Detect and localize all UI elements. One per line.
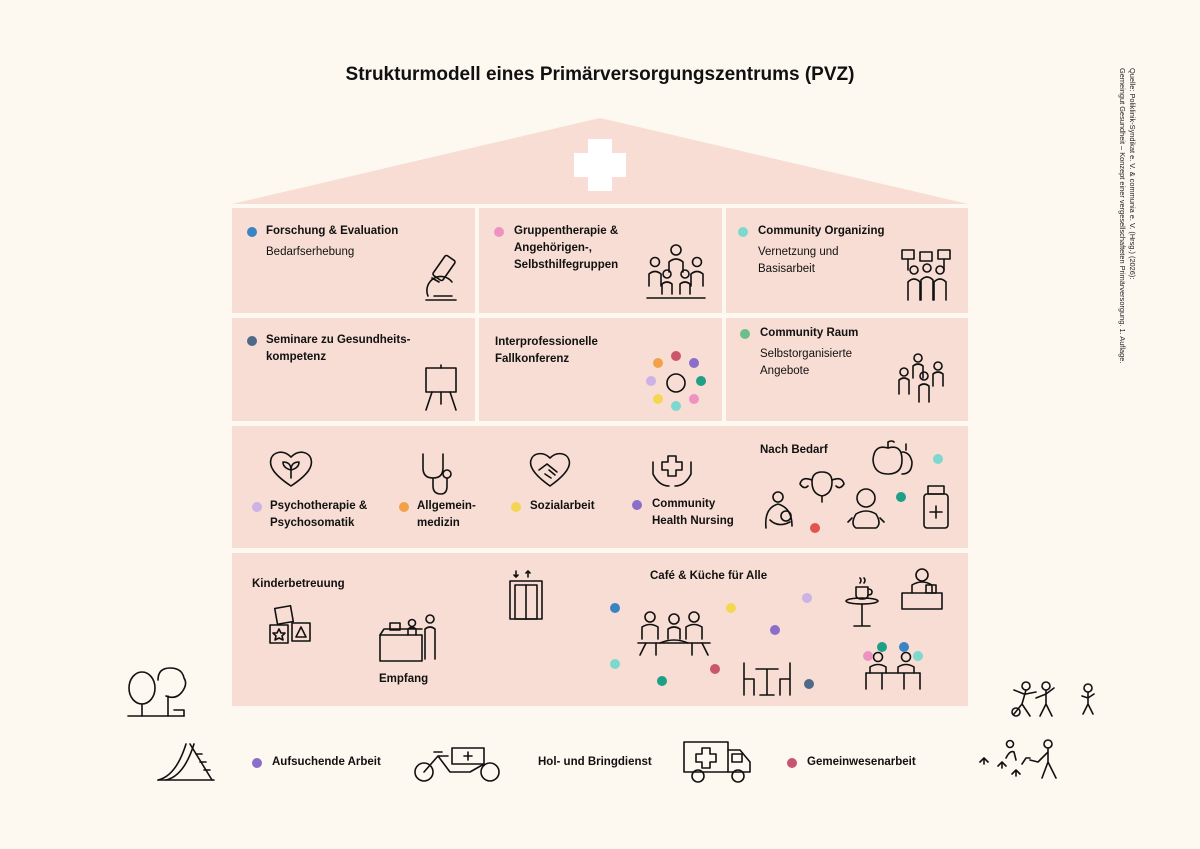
cell-group-therapy: Gruppentherapie & Angehörigen-, Selbsthi…: [479, 208, 722, 313]
ambulance-icon: [682, 738, 754, 784]
barista-icon: [900, 567, 944, 613]
dot-purple: [689, 358, 699, 368]
dot-slate: [804, 679, 814, 689]
baby-icon: [846, 486, 886, 532]
stethoscope-icon: [417, 452, 455, 498]
label-pickup-service: Hol- und Bringdienst: [538, 756, 652, 768]
medicine-bottle-icon: [922, 484, 950, 530]
dot-lavender: [646, 376, 656, 386]
subtitle-self-organized: Selbstorganisierte Angebote: [760, 348, 853, 377]
label-community-health-nursing: Community Health Nursing: [652, 498, 734, 527]
dot-yellow: [653, 394, 663, 404]
dot-pink: [689, 394, 699, 404]
cargo-bike-icon: [412, 744, 504, 784]
dot-teal: [877, 642, 887, 652]
label-on-demand: Nach Bedarf: [760, 444, 828, 456]
dot-mint: [671, 401, 681, 411]
dot-teal: [657, 676, 667, 686]
dot-purple: [632, 500, 642, 510]
label-case-conference: Interprofessionelle Fallkonferenz: [495, 336, 598, 365]
label-outreach: Aufsuchende Arbeit: [272, 756, 381, 768]
label-community-room: Community Raum: [760, 327, 859, 339]
dot-rose: [671, 351, 681, 361]
dot-lavender: [252, 502, 262, 512]
toy-blocks-icon: [268, 599, 316, 645]
subtitle-networking: Vernetzung und Basisarbeit: [758, 246, 839, 275]
uterus-icon: [798, 468, 846, 506]
playing-kids-icon: [1004, 680, 1100, 720]
cell-seminars: Seminare zu Gesundheits- kompetenz: [232, 318, 475, 421]
dot-slate: [247, 336, 257, 346]
dot-mint: [738, 227, 748, 237]
dot-mint: [913, 651, 923, 661]
dot-yellow: [726, 603, 736, 613]
dot-purple: [770, 625, 780, 635]
microscope-icon: [418, 252, 464, 304]
dot-pink: [494, 227, 504, 237]
subtitle-needs-assessment: Bedarfserhebung: [266, 246, 355, 258]
dot-pink: [863, 651, 873, 661]
label-reception: Empfang: [379, 673, 429, 685]
cell-community-room: Community Raum Selbstorganisierte Angebo…: [726, 318, 968, 421]
heart-leaf-icon: [267, 448, 315, 490]
dot-red: [810, 523, 820, 533]
dining-group-icon: [636, 609, 712, 659]
protest-group-icon: [900, 248, 954, 304]
label-group-therapy: Gruppentherapie & Angehörigen-, Selbsthi…: [514, 225, 619, 271]
label-cafe: Café & Küche für Alle: [650, 570, 768, 582]
label-general-medicine: Allgemein- medizin: [417, 500, 476, 529]
cell-case-conference: Interprofessionelle Fallkonferenz: [479, 318, 722, 421]
dot-orange: [653, 358, 663, 368]
cell-research: Forschung & Evaluation Bedarfserhebung: [232, 208, 475, 313]
fruit-icon: [870, 438, 916, 478]
elevator-icon: [506, 569, 546, 621]
group-circle-icon: [645, 242, 707, 302]
dot-rose: [787, 758, 797, 768]
dot-orange: [399, 502, 409, 512]
dot-blue: [247, 227, 257, 237]
trees-icon: [126, 664, 188, 718]
label-community-work: Gemeinwesenarbeit: [807, 756, 916, 768]
label-social-work: Sozialarbeit: [530, 500, 595, 512]
chairs-table-icon: [740, 657, 794, 697]
dot-mint: [610, 659, 620, 669]
row-care-services: Psychotherapie & Psychosomatik Allgemein…: [232, 426, 968, 548]
conference-circle-icon: [665, 372, 687, 394]
house-roof: [232, 118, 968, 204]
dot-blue: [899, 642, 909, 652]
row-ground-floor: Kinderbetreuung Empfang Café & Küch: [232, 553, 968, 706]
label-research: Forschung & Evaluation: [266, 225, 399, 237]
dot-green: [740, 329, 750, 339]
label-seminars: Seminare zu Gesundheits- kompetenz: [266, 334, 411, 363]
people-group-icon: [894, 352, 948, 406]
coffee-table-icon: [844, 577, 880, 629]
dot-rose: [710, 664, 720, 674]
label-childcare: Kinderbetreuung: [252, 578, 345, 590]
cell-community-organizing: Community Organizing Vernetzung und Basi…: [726, 208, 968, 313]
dot-lavender: [802, 593, 812, 603]
label-psychotherapy: Psychotherapie & Psychosomatik: [270, 500, 368, 529]
family-table-icon: [862, 651, 924, 691]
nursing-mother-icon: [762, 490, 798, 530]
page-title: Strukturmodell eines Primärversorgungsze…: [345, 64, 855, 85]
dot-teal: [696, 376, 706, 386]
gardening-icon: [976, 738, 1068, 782]
slide-icon: [156, 740, 216, 782]
easel-icon: [422, 364, 460, 412]
hands-cross-icon: [651, 450, 693, 490]
dot-purple: [252, 758, 262, 768]
dot-mint: [933, 454, 943, 464]
handshake-heart-icon: [527, 450, 573, 490]
reception-desk-icon: [378, 613, 440, 663]
dot-blue: [610, 603, 620, 613]
label-community-organizing: Community Organizing: [758, 225, 885, 237]
dot-teal: [896, 492, 906, 502]
dot-yellow: [511, 502, 521, 512]
